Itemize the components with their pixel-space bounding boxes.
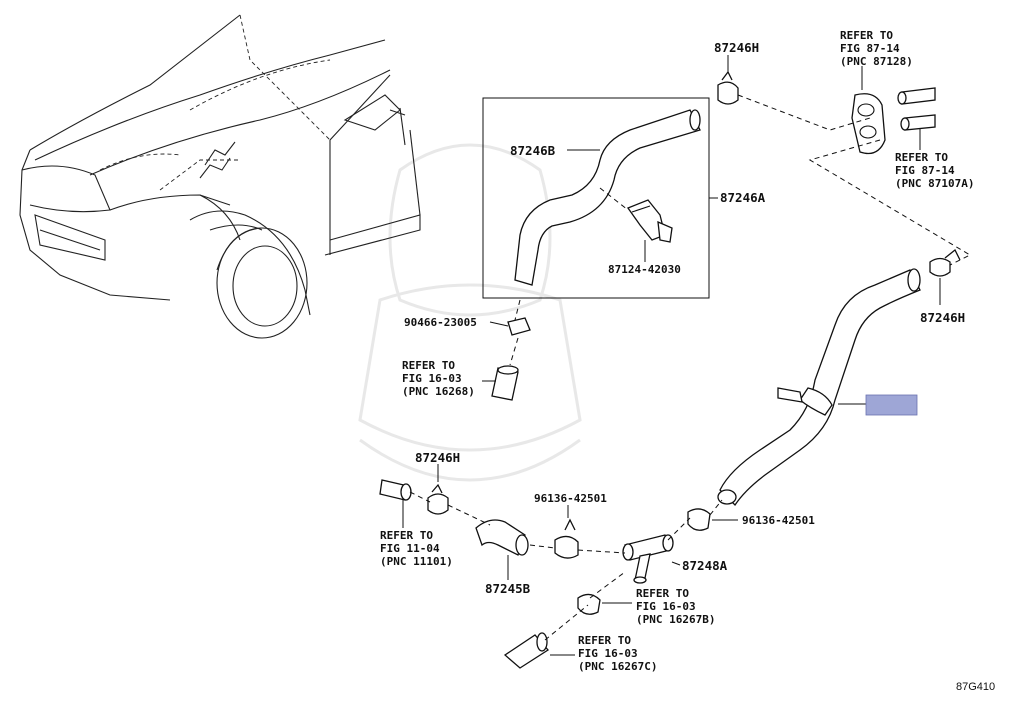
label-87246h-top: 87246H <box>714 40 759 55</box>
svg-text:(PNC 16267C): (PNC 16267C) <box>578 660 657 673</box>
svg-text:REFER TO: REFER TO <box>578 634 631 647</box>
watermark-logo <box>358 143 582 482</box>
label-96136-right: 96136-42501 <box>742 514 815 527</box>
svg-text:FIG 16-03: FIG 16-03 <box>636 600 696 613</box>
clamp-16267b <box>577 593 601 615</box>
pipe-11101 <box>379 479 412 501</box>
label-87245b: 87245B <box>485 581 531 596</box>
svg-text:FIG 87-14: FIG 87-14 <box>840 42 900 55</box>
clamp-87246h-right <box>929 248 961 277</box>
label-87248a: 87248A <box>682 558 728 573</box>
clamp-87246h-top <box>717 70 739 105</box>
pipe-16268 <box>491 365 519 401</box>
hose-87245b <box>475 519 529 556</box>
clamp-96136-right <box>687 508 711 531</box>
svg-text:REFER TO: REFER TO <box>402 359 455 372</box>
refer-16268: REFER TO FIG 16-03 (PNC 16268) <box>402 359 475 398</box>
svg-text:FIG 16-03: FIG 16-03 <box>578 647 638 660</box>
clip-90466 <box>507 317 531 336</box>
svg-text:FIG 16-03: FIG 16-03 <box>402 372 462 385</box>
hose-clamp-mid <box>777 387 833 416</box>
svg-text:REFER TO: REFER TO <box>636 587 689 600</box>
refer-11101: REFER TO FIG 11-04 (PNC 11101) <box>380 529 453 568</box>
svg-text:(PNC 11101): (PNC 11101) <box>380 555 453 568</box>
vehicle-outline <box>19 14 421 339</box>
svg-text:(PNC 87107A): (PNC 87107A) <box>895 177 974 190</box>
figure-code: 87G410 <box>956 681 995 693</box>
heater-pipes <box>897 87 936 131</box>
label-87124-42030: 87124-42030 <box>608 263 681 276</box>
highlight-marker <box>865 394 918 416</box>
refer-87128: REFER TO FIG 87-14 (PNC 87128) <box>840 29 913 68</box>
joint-87248a <box>622 534 674 584</box>
svg-text:REFER TO: REFER TO <box>380 529 433 542</box>
refer-16267b: REFER TO FIG 16-03 (PNC 16267B) <box>636 587 715 626</box>
label-87246a: 87246A <box>720 190 766 205</box>
svg-text:REFER TO: REFER TO <box>840 29 893 42</box>
label-90466-23005: 90466-23005 <box>404 316 477 329</box>
hose-87246b <box>514 109 701 286</box>
label-96136-mid: 96136-42501 <box>534 492 607 505</box>
refer-87107a: REFER TO FIG 87-14 (PNC 87107A) <box>895 151 974 190</box>
svg-text:(PNC 16267B): (PNC 16267B) <box>636 613 715 626</box>
grommet-87128 <box>851 93 886 155</box>
main-hose <box>717 268 921 507</box>
refer-16267c: REFER TO FIG 16-03 (PNC 16267C) <box>578 634 657 673</box>
svg-text:FIG 87-14: FIG 87-14 <box>895 164 955 177</box>
clamp-96136-mid <box>554 518 579 559</box>
label-87246h-left: 87246H <box>415 450 460 465</box>
svg-text:(PNC 16268): (PNC 16268) <box>402 385 475 398</box>
label-87246b: 87246B <box>510 143 556 158</box>
svg-text:(PNC 87128): (PNC 87128) <box>840 55 913 68</box>
label-87246h-right: 87246H <box>920 310 965 325</box>
svg-text:FIG 11-04: FIG 11-04 <box>380 542 440 555</box>
valve-87124 <box>626 199 673 243</box>
pipe-16267c <box>503 632 549 669</box>
svg-text:REFER TO: REFER TO <box>895 151 948 164</box>
clamp-87246h-left <box>427 483 449 515</box>
